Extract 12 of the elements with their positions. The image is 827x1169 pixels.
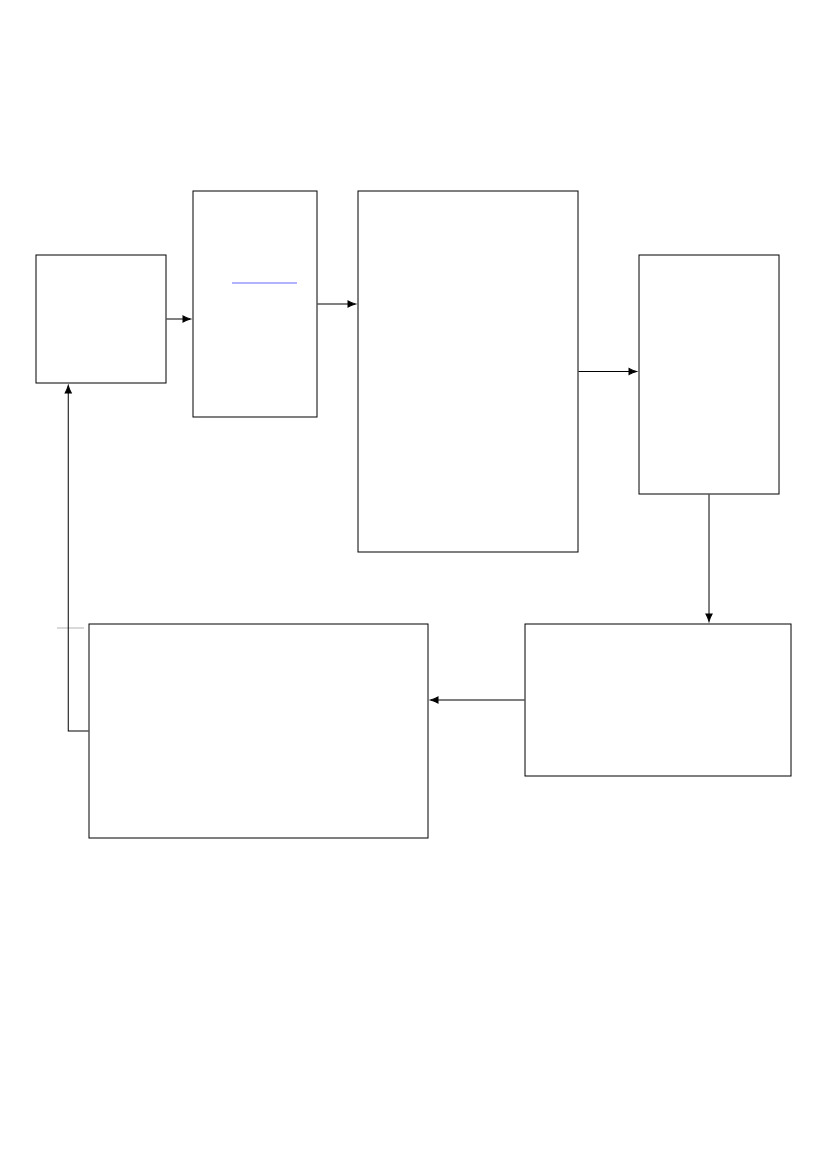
- process-box: [524, 623, 792, 777]
- arrow: [317, 300, 357, 308]
- process-box: [192, 190, 318, 418]
- arrow: [166, 315, 192, 323]
- process-box: [35, 254, 167, 384]
- arrow: [705, 494, 713, 623]
- arrow: [64, 384, 89, 732]
- process-box: [88, 623, 429, 839]
- arrow: [429, 696, 525, 704]
- arrow: [578, 367, 638, 376]
- process-box: [638, 254, 780, 495]
- process-box: [357, 190, 579, 553]
